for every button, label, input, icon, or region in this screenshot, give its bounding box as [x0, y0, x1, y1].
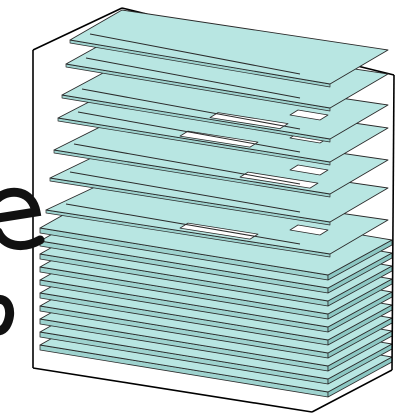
watermark-e-glyph — [0, 192, 40, 331]
box-right-vertical-edge — [392, 75, 394, 370]
layer-stack — [40, 10, 392, 397]
